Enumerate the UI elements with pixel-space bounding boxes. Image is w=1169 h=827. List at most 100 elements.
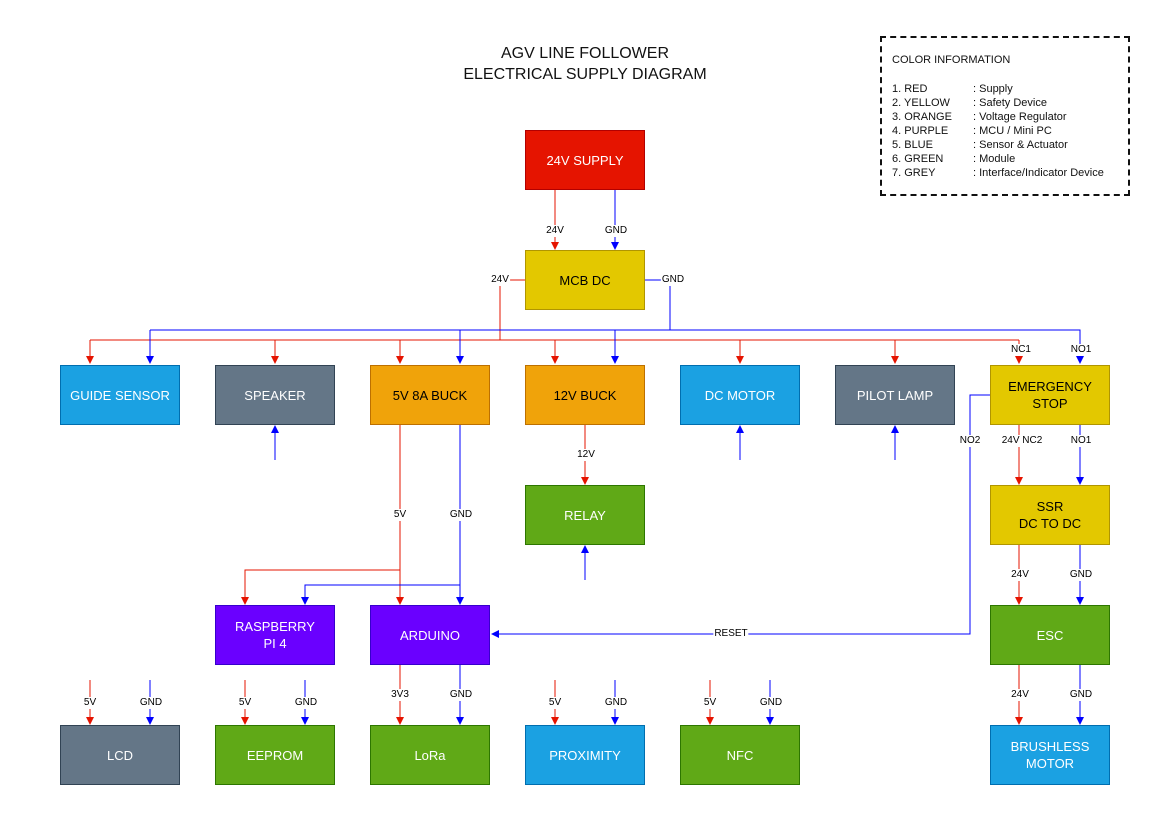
block-label: MCB DC — [559, 272, 611, 288]
legend-value: : Sensor & Actuator — [973, 139, 1068, 151]
relay-block[interactable]: RELAY — [525, 485, 645, 545]
wire-label: GND — [448, 689, 474, 701]
legend-value: : Supply — [973, 83, 1013, 95]
block-label: LCD — [106, 747, 133, 763]
legend-value: : MCU / Mini PC — [973, 125, 1052, 137]
buck-12v-block[interactable]: 12V BUCK — [525, 365, 645, 425]
esc-block[interactable]: ESC — [990, 605, 1110, 665]
legend-key: 1. RED — [892, 83, 928, 95]
wire-label: 5V — [82, 697, 98, 709]
wire-label: 5V — [392, 509, 408, 521]
wire-mcb-gnd-bus — [150, 279, 671, 331]
legend-heading: COLOR INFORMATION — [892, 54, 1011, 66]
supply-24v-block[interactable]: 24V SUPPLY — [525, 130, 645, 190]
wire-label: 24V — [1010, 569, 1030, 581]
wire-label: GND — [603, 697, 629, 709]
title-line-1: AGV LINE FOLLOWER — [500, 45, 670, 62]
block-label-2: DC TO DC — [1018, 516, 1082, 531]
dc-motor-block[interactable]: DC MOTOR — [680, 365, 800, 425]
wire-label: NO2 — [958, 435, 982, 447]
speaker-block[interactable]: SPEAKER — [215, 365, 335, 425]
block-label: GUIDE SENSOR — [70, 387, 170, 403]
legend-value: : Voltage Regulator — [973, 111, 1067, 123]
legend-key: 4. PURPLE — [892, 125, 949, 137]
wire-mcb-24v-bus — [499, 279, 1019, 341]
wire-label: GND — [603, 225, 629, 237]
wire-buck5-gnd-rpi — [301, 584, 460, 605]
block-label: EEPROM — [246, 747, 304, 763]
block-label-2: MOTOR — [1025, 756, 1075, 771]
eeprom-block[interactable]: EEPROM — [215, 725, 335, 785]
wire-label: GND — [448, 509, 474, 521]
legend-item: 7. GREY : Interface/Indicator Device — [892, 166, 1104, 180]
legend-key: 6. GREEN — [892, 153, 944, 165]
wire-label: GND — [1068, 689, 1094, 701]
color-legend: COLOR INFORMATION 1. RED : Supply 2. YELL… — [880, 36, 1130, 196]
wire-label: NO1 — [1069, 435, 1093, 447]
lora-block[interactable]: LoRa — [370, 725, 490, 785]
block-label: ESC — [1036, 627, 1064, 643]
legend-item: 2. YELLOW : Safety Device — [892, 96, 1047, 110]
mcb-dc-block[interactable]: MCB DC — [525, 250, 645, 310]
wire-label: GND — [138, 697, 164, 709]
wire-label: 12V — [576, 449, 596, 461]
wire-label: RESET — [713, 628, 749, 640]
block-label: 24V SUPPLY — [546, 152, 624, 168]
wire-label: GND — [1068, 569, 1094, 581]
block-label: PILOT LAMP — [856, 387, 934, 403]
block-label: 12V BUCK — [553, 387, 617, 403]
proximity-block[interactable]: PROXIMITY — [525, 725, 645, 785]
legend-item: 4. PURPLE : MCU / Mini PC — [892, 124, 1052, 138]
block-label: SPEAKER — [244, 387, 306, 403]
block-label-2: PI 4 — [263, 636, 287, 651]
pilot-lamp-block[interactable]: PILOT LAMP — [835, 365, 955, 425]
diagram-title: AGV LINE FOLLOWER ELECTRICAL SUPPLY DIAG… — [420, 43, 750, 85]
wire-label: 24V NC2 — [1000, 435, 1044, 447]
wire-label: GND — [758, 697, 784, 709]
wire-buck5-5v-rpi — [241, 569, 400, 605]
emergency-stop-block[interactable]: EMERGENCY STOP — [990, 365, 1110, 425]
block-label: BRUSHLESS — [1010, 739, 1090, 754]
legend-item: 3. ORANGE : Voltage Regulator — [892, 110, 1067, 124]
ssr-block[interactable]: SSR DC TO DC — [990, 485, 1110, 545]
wire-label: GND — [660, 274, 686, 286]
block-label: RASPBERRY — [235, 619, 315, 634]
legend-key: 3. ORANGE — [892, 111, 952, 123]
block-label: RELAY — [564, 507, 606, 523]
guide-sensor-block[interactable]: GUIDE SENSOR — [60, 365, 180, 425]
wire-label: NO1 — [1069, 344, 1093, 356]
legend-value: : Module — [973, 153, 1016, 165]
wire-label: 5V — [547, 697, 563, 709]
arduino-block[interactable]: ARDUINO — [370, 605, 490, 665]
block-label: DC MOTOR — [704, 387, 776, 403]
wire-label: 24V — [1010, 689, 1030, 701]
raspberry-pi-block[interactable]: RASPBERRY PI 4 — [215, 605, 335, 665]
wire-label: GND — [293, 697, 319, 709]
block-label: EMERGENCY — [1008, 379, 1092, 394]
block-label: ARDUINO — [400, 627, 460, 643]
wire-label: 5V — [237, 697, 253, 709]
brushless-motor-block[interactable]: BRUSHLESS MOTOR — [990, 725, 1110, 785]
legend-item: 6. GREEN : Module — [892, 152, 1015, 166]
title-line-2: ELECTRICAL SUPPLY DIAGRAM — [463, 66, 707, 83]
wire-label: 24V — [490, 274, 510, 286]
block-label: PROXIMITY — [549, 747, 621, 763]
block-label: NFC — [726, 747, 754, 763]
legend-value: : Interface/Indicator Device — [973, 167, 1104, 179]
legend-key: 2. YELLOW — [892, 97, 950, 109]
buck-5v-block[interactable]: 5V 8A BUCK — [370, 365, 490, 425]
block-label: 5V 8A BUCK — [392, 387, 468, 403]
block-label: SSR — [1036, 499, 1064, 514]
block-label-2: STOP — [1032, 396, 1068, 411]
legend-value: : Safety Device — [973, 97, 1047, 109]
block-label: LoRa — [414, 747, 446, 763]
legend-item: 1. RED : Supply — [892, 82, 1013, 96]
wire-label: 5V — [702, 697, 718, 709]
nfc-block[interactable]: NFC — [680, 725, 800, 785]
legend-key: 7. GREY — [892, 167, 936, 179]
wire-label: NC1 — [1009, 344, 1033, 356]
legend-key: 5. BLUE — [892, 139, 933, 151]
legend-item: 5. BLUE : Sensor & Actuator — [892, 138, 1068, 152]
lcd-block[interactable]: LCD — [60, 725, 180, 785]
